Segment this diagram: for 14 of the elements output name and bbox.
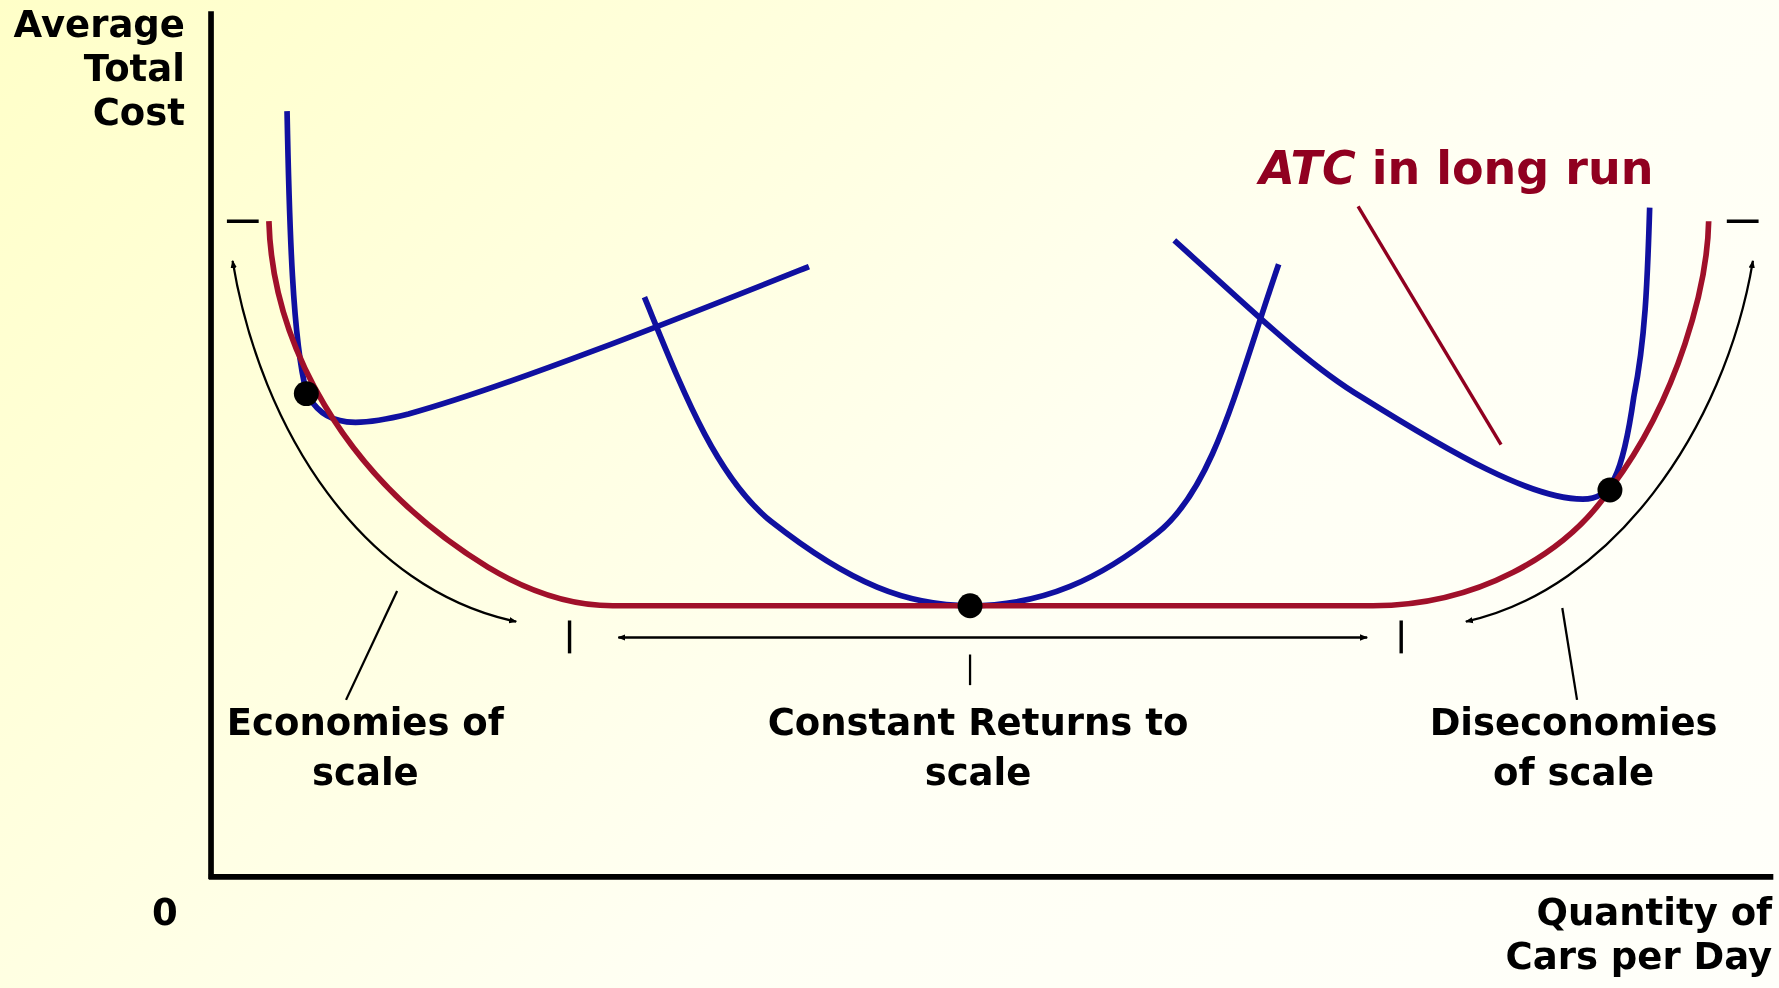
range-arrow <box>1465 260 1755 623</box>
axis-title: Average Total Cost <box>12 3 185 136</box>
range-arrow <box>230 260 517 623</box>
range-label: Diseconomies of scale <box>1408 697 1739 798</box>
leader-line <box>968 654 972 686</box>
leader-line <box>345 590 399 701</box>
long-run-atc-curve <box>266 221 1712 609</box>
range-label: Economies of scale <box>215 697 516 798</box>
axis-origin: 0 <box>151 890 179 935</box>
axis-title: Quantity of Cars per Day <box>1504 890 1773 979</box>
leader-line <box>1561 607 1579 701</box>
range-arrow <box>617 634 1368 641</box>
leader-line <box>1356 205 1503 446</box>
range-label: Constant Returns to scale <box>758 697 1198 798</box>
